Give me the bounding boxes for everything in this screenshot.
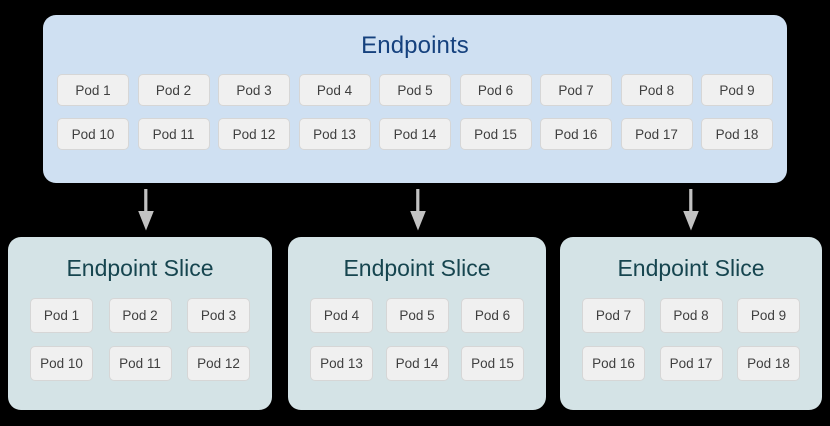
pod-chip: Pod 14 [385, 346, 449, 381]
pod-chip: Pod 9 [737, 298, 800, 333]
endpoint-slice-pod-row: Pod 16 Pod 17 Pod 18 [582, 346, 800, 381]
pod-chip: Pod 3 [218, 74, 290, 106]
pod-chip: Pod 18 [701, 118, 773, 150]
endpoints-box: Endpoints Pod 1 Pod 2 Pod 3 Pod 4 Pod 5 … [43, 15, 787, 183]
pod-chip: Pod 12 [218, 118, 290, 150]
endpoint-slice-pod-row: Pod 4 Pod 5 Pod 6 [310, 298, 524, 333]
pod-chip: Pod 13 [310, 346, 373, 381]
pod-chip: Pod 4 [298, 74, 371, 106]
pod-chip: Pod 12 [187, 346, 250, 381]
endpoint-slice-pod-row: Pod 1 Pod 2 Pod 3 [30, 298, 250, 333]
endpoint-slice-title: Endpoint Slice [343, 255, 491, 281]
pod-chip: Pod 18 [737, 346, 800, 381]
endpoint-slice-pod-grid: Pod 7 Pod 8 Pod 9 Pod 16 Pod 17 Pod 18 [582, 298, 800, 381]
pod-chip: Pod 8 [620, 74, 693, 106]
pod-chip: Pod 11 [108, 346, 172, 381]
pod-chip: Pod 1 [57, 74, 129, 106]
pod-chip: Pod 8 [659, 298, 723, 333]
endpoint-slice-pod-row: Pod 10 Pod 11 Pod 12 [30, 346, 250, 381]
pod-chip: Pod 2 [137, 74, 210, 106]
endpoint-slice-box-1: Endpoint Slice Pod 1 Pod 2 Pod 3 Pod 10 … [8, 237, 272, 410]
arrow-down-icon [680, 189, 702, 231]
endpoints-pod-row: Pod 10 Pod 11 Pod 12 Pod 13 Pod 14 Pod 1… [57, 118, 773, 150]
endpoint-slice-title: Endpoint Slice [617, 255, 765, 281]
endpoints-pod-grid: Pod 1 Pod 2 Pod 3 Pod 4 Pod 5 Pod 6 Pod … [57, 74, 773, 150]
endpoint-slice-pod-grid: Pod 4 Pod 5 Pod 6 Pod 13 Pod 14 Pod 15 [310, 298, 524, 381]
pod-chip: Pod 15 [461, 346, 524, 381]
pod-chip: Pod 16 [582, 346, 645, 381]
pod-chip: Pod 4 [310, 298, 373, 333]
endpoint-slice-pod-row: Pod 13 Pod 14 Pod 15 [310, 346, 524, 381]
endpoint-slice-pod-row: Pod 7 Pod 8 Pod 9 [582, 298, 800, 333]
pod-chip: Pod 7 [540, 74, 612, 106]
endpoint-slice-box-3: Endpoint Slice Pod 7 Pod 8 Pod 9 Pod 16 … [560, 237, 822, 410]
pod-chip: Pod 16 [540, 118, 612, 150]
endpoints-title: Endpoints [361, 32, 469, 59]
pod-chip: Pod 1 [30, 298, 93, 333]
pod-chip: Pod 17 [620, 118, 693, 150]
pod-chip: Pod 3 [187, 298, 250, 333]
arrow-down-icon [135, 189, 157, 231]
pod-chip: Pod 10 [30, 346, 93, 381]
pod-chip: Pod 7 [582, 298, 645, 333]
pod-chip: Pod 13 [298, 118, 371, 150]
pod-chip: Pod 5 [379, 74, 451, 106]
endpoint-slice-title: Endpoint Slice [66, 255, 214, 281]
endpoint-slice-pod-grid: Pod 1 Pod 2 Pod 3 Pod 10 Pod 11 Pod 12 [30, 298, 250, 381]
pod-chip: Pod 2 [108, 298, 172, 333]
pod-chip: Pod 10 [57, 118, 129, 150]
pod-chip: Pod 15 [459, 118, 532, 150]
pod-chip: Pod 11 [137, 118, 210, 150]
pod-chip: Pod 9 [701, 74, 773, 106]
pod-chip: Pod 6 [461, 298, 524, 333]
arrow-down-icon [407, 189, 429, 231]
pod-chip: Pod 6 [459, 74, 532, 106]
pod-chip: Pod 14 [379, 118, 451, 150]
endpoints-pod-row: Pod 1 Pod 2 Pod 3 Pod 4 Pod 5 Pod 6 Pod … [57, 74, 773, 106]
pod-chip: Pod 5 [385, 298, 449, 333]
endpoint-slice-box-2: Endpoint Slice Pod 4 Pod 5 Pod 6 Pod 13 … [288, 237, 546, 410]
pod-chip: Pod 17 [659, 346, 723, 381]
